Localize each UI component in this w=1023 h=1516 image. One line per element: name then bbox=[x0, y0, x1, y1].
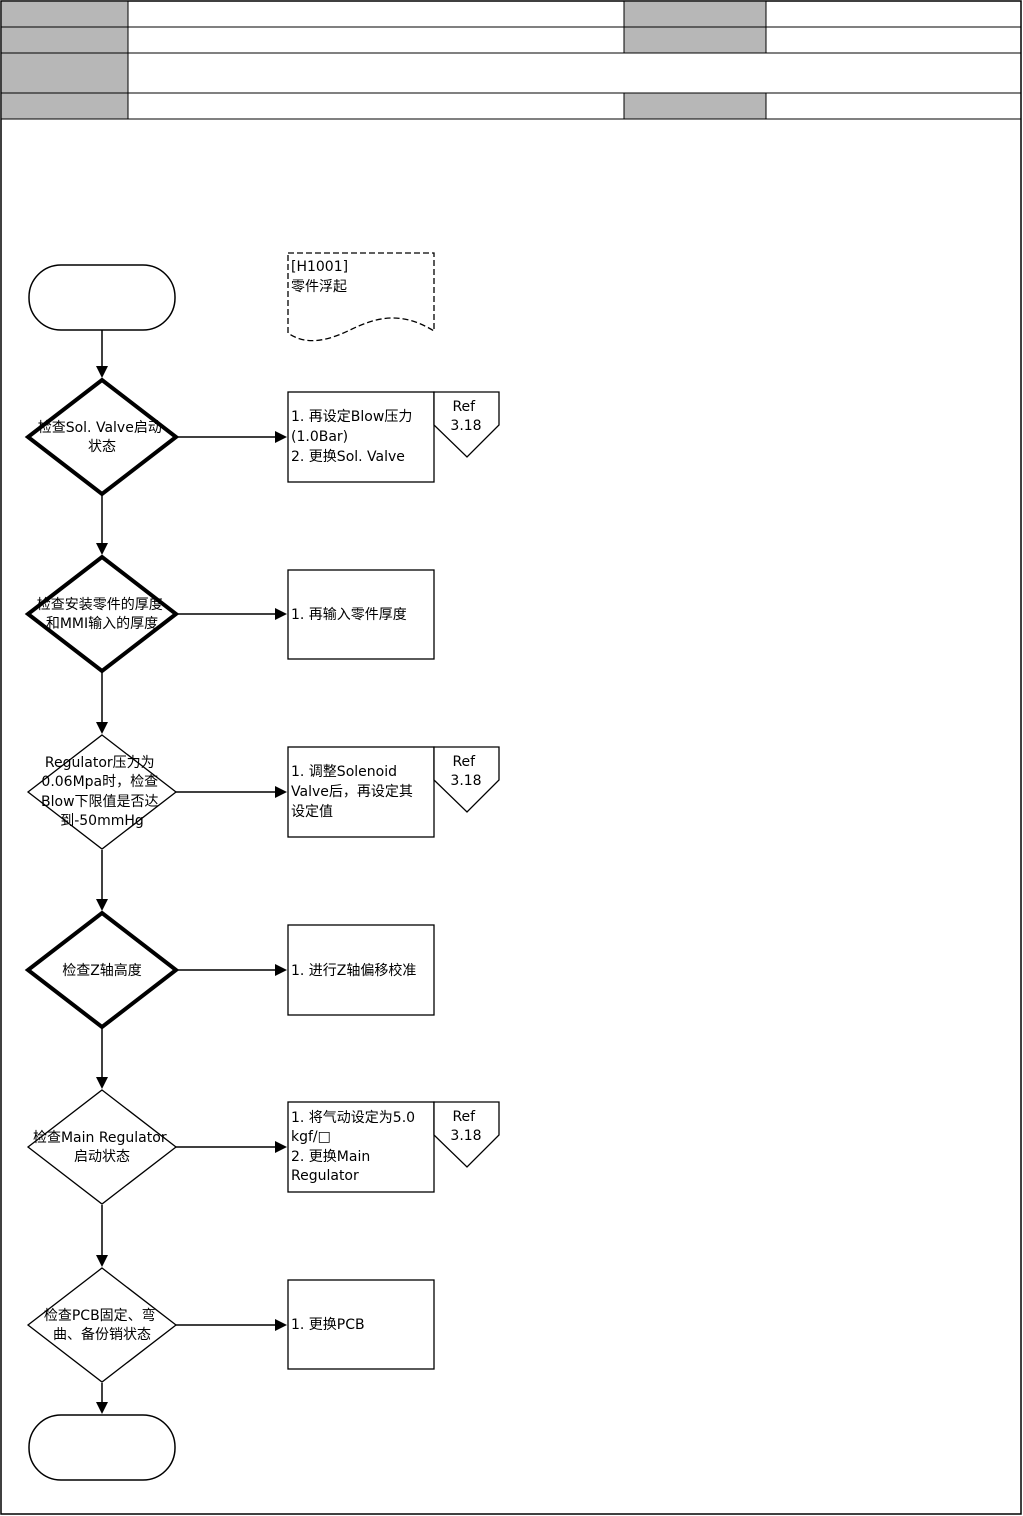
action-box-2 bbox=[287, 569, 435, 660]
decision-diamond-3 bbox=[26, 734, 178, 850]
step-6: 检查PCB固定、弯 曲、备份销状态 1. 更换PCB bbox=[26, 1267, 435, 1383]
header-cell-label-3 bbox=[2, 53, 128, 93]
action-box-4 bbox=[287, 924, 435, 1016]
action-label-5: 1. 将气动设定为5.0 kgf/□ 2. 更换Main Regulator bbox=[291, 1110, 420, 1184]
action-label-1: 1. 再设定Blow压力 (1.0Bar) 2. 更换Sol. Valve bbox=[291, 409, 417, 465]
action-label-2: 1. 再输入零件厚度 bbox=[291, 607, 407, 623]
note-title: 零件浮起 bbox=[291, 279, 347, 295]
note-document: [H1001] 零件浮起 bbox=[287, 252, 435, 342]
ref-tag-label-1: Ref 3.18 bbox=[450, 399, 481, 434]
ref-tag-label-3: Ref 3.18 bbox=[450, 754, 481, 789]
action-label-6: 1. 更换PCB bbox=[291, 1316, 365, 1333]
note-code: [H1001] bbox=[291, 259, 348, 275]
header-table bbox=[1, 1, 1021, 120]
decision-diamond-4 bbox=[24, 910, 180, 1030]
action-box-6 bbox=[287, 1279, 435, 1370]
action-box-5 bbox=[287, 1101, 435, 1193]
decision-label-6: 检查PCB固定、弯 曲、备份销状态 bbox=[44, 1307, 160, 1343]
action-label-4: 1. 进行Z轴偏移校准 bbox=[291, 962, 416, 979]
decision-diamond-1 bbox=[24, 377, 180, 497]
decision-diamond-5 bbox=[26, 1089, 178, 1205]
note-document-shape bbox=[287, 252, 435, 342]
header-cell-label-5 bbox=[624, 2, 766, 27]
action-box-1 bbox=[287, 391, 435, 483]
decision-label-4: 检查Z轴高度 bbox=[62, 962, 142, 979]
connectors bbox=[96, 330, 287, 1414]
decision-label-1: 检查Sol. Valve启动 状态 bbox=[38, 420, 167, 455]
decision-diamond-6 bbox=[26, 1267, 178, 1383]
ref-tag-5 bbox=[433, 1101, 500, 1168]
action-label-3: 1. 调整Solenoid Valve后，再设定其 设定值 bbox=[291, 764, 417, 820]
header-cell-label-7 bbox=[624, 93, 766, 119]
decision-diamond-2 bbox=[24, 554, 180, 674]
step-4: 检查Z轴高度 1. 进行Z轴偏移校准 bbox=[24, 910, 435, 1030]
header-cell-label-2 bbox=[2, 27, 128, 53]
ref-tag-label-5: Ref 3.18 bbox=[450, 1109, 481, 1144]
step-3: Regulator压力为 0.06Mpa时，检查 Blow下限值是否达 到-50… bbox=[26, 734, 500, 850]
step-5: 检查Main Regulator 启动状态 1. 将气动设定为5.0 kgf/□… bbox=[26, 1089, 500, 1205]
decision-label-2: 检查安装零件的厚度 和MMI输入的厚度 bbox=[37, 597, 167, 632]
header-cell-label-4 bbox=[2, 93, 128, 119]
decision-label-5: 检查Main Regulator 启动状态 bbox=[33, 1130, 171, 1165]
header-cell-label-1 bbox=[2, 2, 128, 27]
end-terminator bbox=[28, 1414, 176, 1481]
start-terminator bbox=[28, 264, 176, 331]
ref-tag-3 bbox=[433, 746, 500, 813]
ref-tag-1 bbox=[433, 391, 500, 458]
step-1: 检查Sol. Valve启动 状态 1. 再设定Blow压力 (1.0Bar) … bbox=[24, 377, 500, 497]
header-cell-label-6 bbox=[624, 27, 766, 53]
step-2: 检查安装零件的厚度 和MMI输入的厚度 1. 再输入零件厚度 bbox=[24, 554, 435, 674]
decision-label-3: Regulator压力为 0.06Mpa时，检查 Blow下限值是否达 到-50… bbox=[41, 755, 163, 829]
action-box-3 bbox=[287, 746, 435, 838]
